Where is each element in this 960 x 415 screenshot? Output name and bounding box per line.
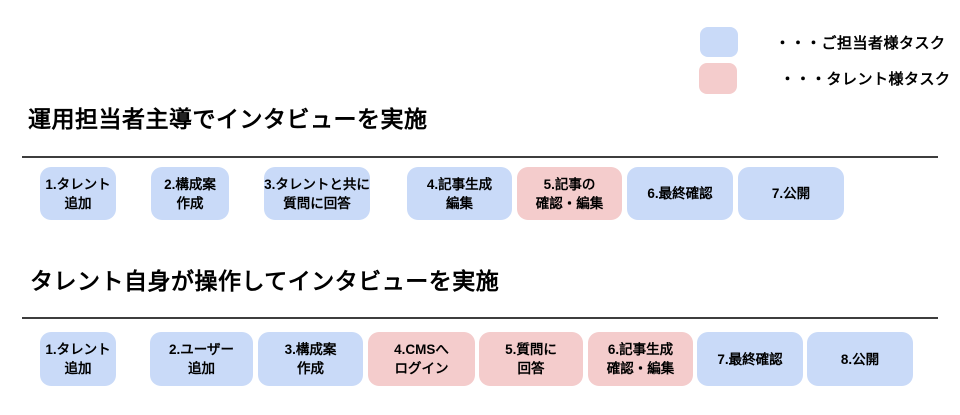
section-title-talent-led: タレント自身が操作してインタビューを実施	[30, 268, 500, 294]
step-box: 3.タレントと共に 質問に回答	[264, 167, 370, 220]
step-box: 5.記事の 確認・編集	[517, 167, 622, 220]
step-box: 8.公開	[807, 332, 913, 386]
step-box: 1.タレント 追加	[40, 332, 116, 386]
step-box: 3.構成案 作成	[258, 332, 363, 386]
step-box: 7.公開	[738, 167, 844, 220]
section-title-manager-led: 運用担当者主導でインタビューを実施	[28, 106, 428, 132]
step-box: 4.CMSへ ログイン	[368, 332, 475, 386]
step-box: 5.質問に 回答	[479, 332, 583, 386]
manager-task-color-swatch	[700, 27, 738, 57]
step-box: 2.構成案 作成	[151, 167, 229, 220]
legend-label-manager-task: ・・・ご担当者様タスク	[775, 34, 946, 52]
talent-task-color-swatch	[699, 63, 737, 94]
step-box: 6.最終確認	[627, 167, 733, 220]
step-box: 2.ユーザー 追加	[150, 332, 253, 386]
step-box: 1.タレント 追加	[40, 167, 116, 220]
step-box: 4.記事生成 編集	[407, 167, 512, 220]
section-divider	[22, 317, 938, 319]
section-divider	[22, 156, 938, 158]
step-box: 7.最終確認	[697, 332, 803, 386]
step-box: 6.記事生成 確認・編集	[588, 332, 693, 386]
legend-label-talent-task: ・・・タレント様タスク	[780, 71, 951, 88]
